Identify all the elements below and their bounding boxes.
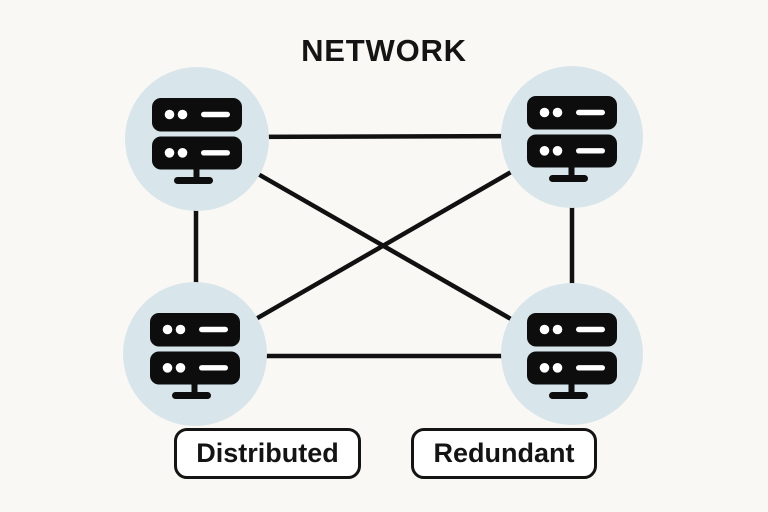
diagram-title: NETWORK: [301, 33, 467, 68]
network-node-top-left: [125, 67, 269, 211]
network-node-top-right: [501, 66, 643, 208]
network-node-bottom-right: [501, 283, 643, 425]
edge-topright-bottomleft: [192, 134, 575, 357]
label-redundant-text: Redundant: [433, 438, 575, 468]
label-distributed: Distributed: [174, 428, 361, 479]
label-redundant: Redundant: [411, 428, 597, 479]
label-distributed-text: Distributed: [196, 438, 339, 468]
network-node-bottom-left: [123, 282, 267, 426]
